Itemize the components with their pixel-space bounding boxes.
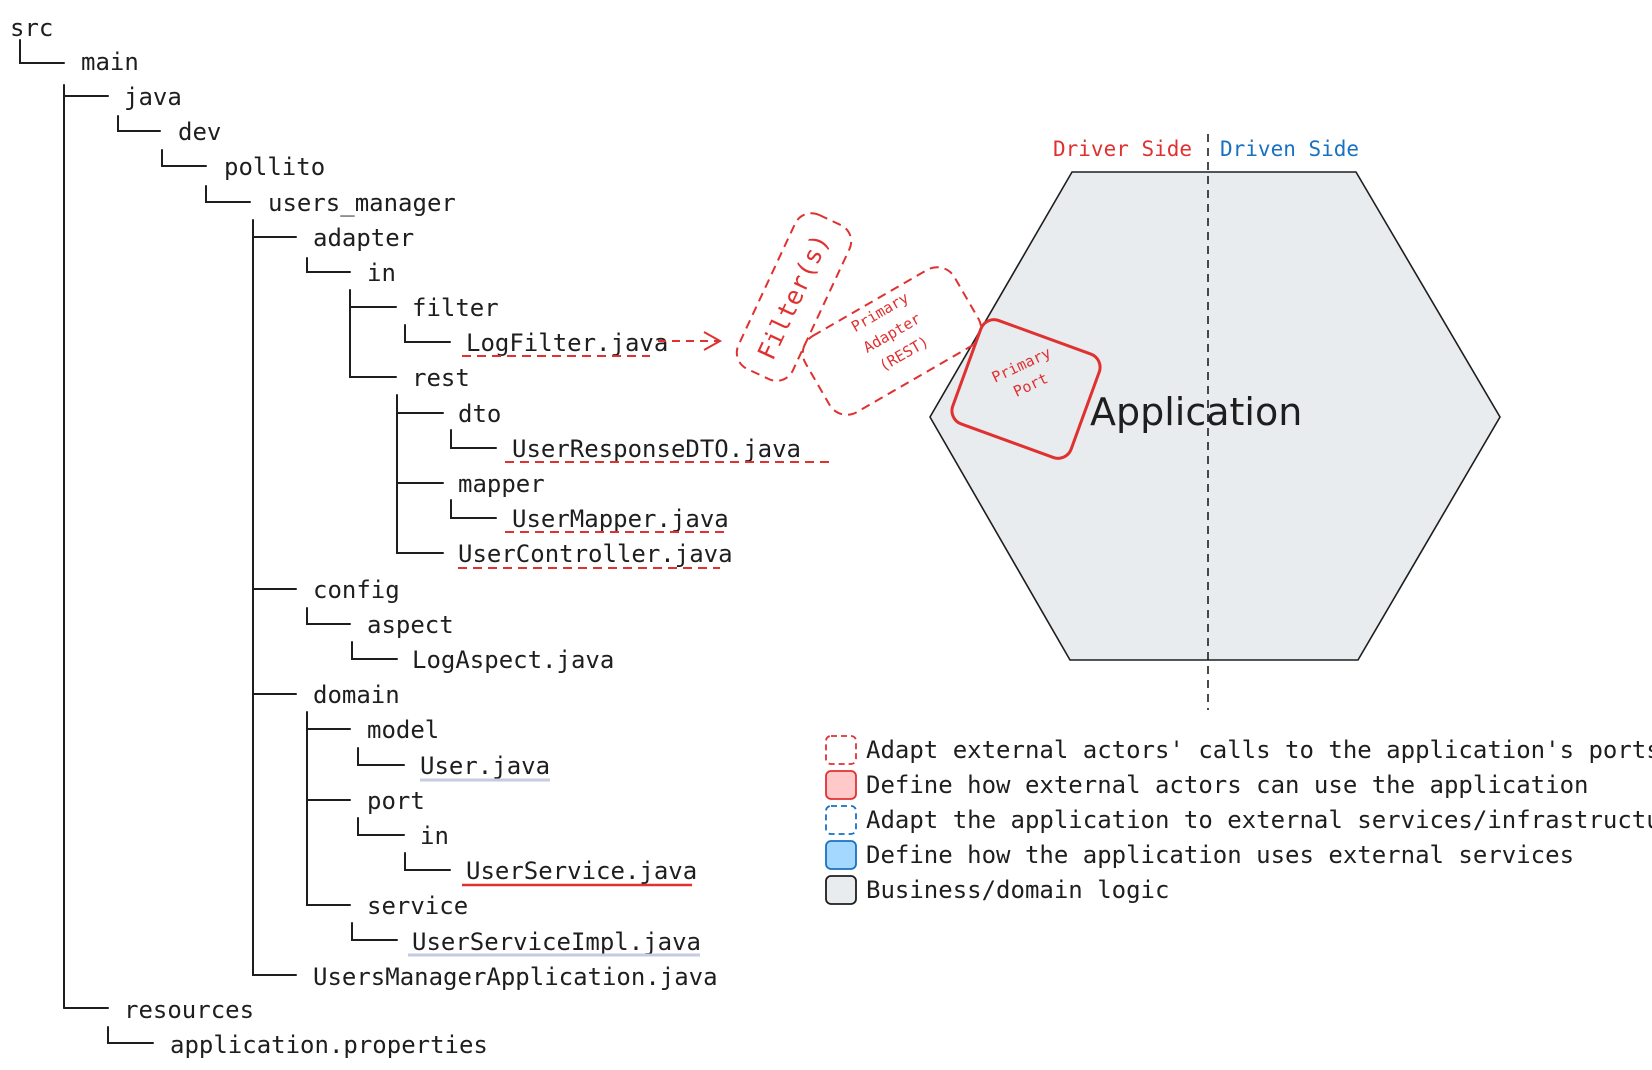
tree-file: LogAspect.java (412, 646, 615, 674)
legend-entry: Adapt external actors' calls to the appl… (866, 736, 1652, 764)
legend-entry: Business/domain logic (866, 876, 1170, 904)
tree-folder: mapper (458, 470, 545, 498)
tree-folder: in (367, 259, 396, 287)
tree-folder: dto (458, 400, 502, 428)
filters-box (735, 212, 853, 382)
arrow-logfilter-to-filters (658, 331, 723, 351)
legend-swatch-red-dashed (825, 735, 857, 765)
tree-folder: aspect (367, 611, 454, 639)
tree-file: UserMapper.java (512, 505, 729, 533)
tree-file: UserController.java (458, 540, 733, 568)
tree-folder: filter (412, 294, 499, 322)
file-underlines (408, 355, 833, 957)
tree-folder: main (81, 48, 139, 76)
tree-folder: dev (178, 118, 222, 146)
legend-swatch-red-filled (825, 770, 857, 800)
tree-file: UserResponseDTO.java (512, 435, 801, 463)
primary-port-box (950, 318, 1102, 460)
tree-folder: model (367, 716, 440, 744)
tree-folder: adapter (313, 224, 415, 252)
tree-folder: domain (313, 681, 400, 709)
application-label: Application (1090, 390, 1303, 434)
tree-file: UserServiceImpl.java (412, 928, 701, 956)
tree-file: LogFilter.java (466, 329, 669, 357)
tree-file: application.properties (170, 1031, 488, 1059)
tree-folder: users_manager (268, 189, 456, 217)
legend-swatch-blue-dashed (825, 805, 857, 835)
tree-folder: resources (124, 996, 255, 1024)
driven-side-label: Driven Side (1220, 137, 1360, 161)
tree-folder: port (367, 787, 425, 815)
legend-entry: Define how external actors can use the a… (866, 771, 1589, 799)
primary-adapter-box (801, 266, 983, 416)
tree-file: UsersManagerApplication.java (313, 963, 718, 991)
legend-swatch-blue-filled (825, 840, 857, 870)
tree-file: User.java (420, 752, 551, 780)
tree-file: UserService.java (466, 857, 698, 885)
tree-folder: java (124, 83, 182, 111)
application-hexagon (929, 171, 1501, 661)
legend-entry: Define how the application uses external… (866, 841, 1575, 869)
legend-entry: Adapt the application to external servic… (866, 806, 1652, 834)
tree-folder: service (367, 892, 469, 920)
tree-folder: in (420, 822, 449, 850)
driver-side-label: Driver Side (1053, 137, 1193, 161)
tree-folder: config (313, 576, 400, 604)
tree-folder: pollito (224, 153, 326, 181)
legend-swatch-gray-filled (825, 875, 857, 905)
tree-folder: src (10, 14, 54, 42)
tree-folder: rest (412, 364, 470, 392)
